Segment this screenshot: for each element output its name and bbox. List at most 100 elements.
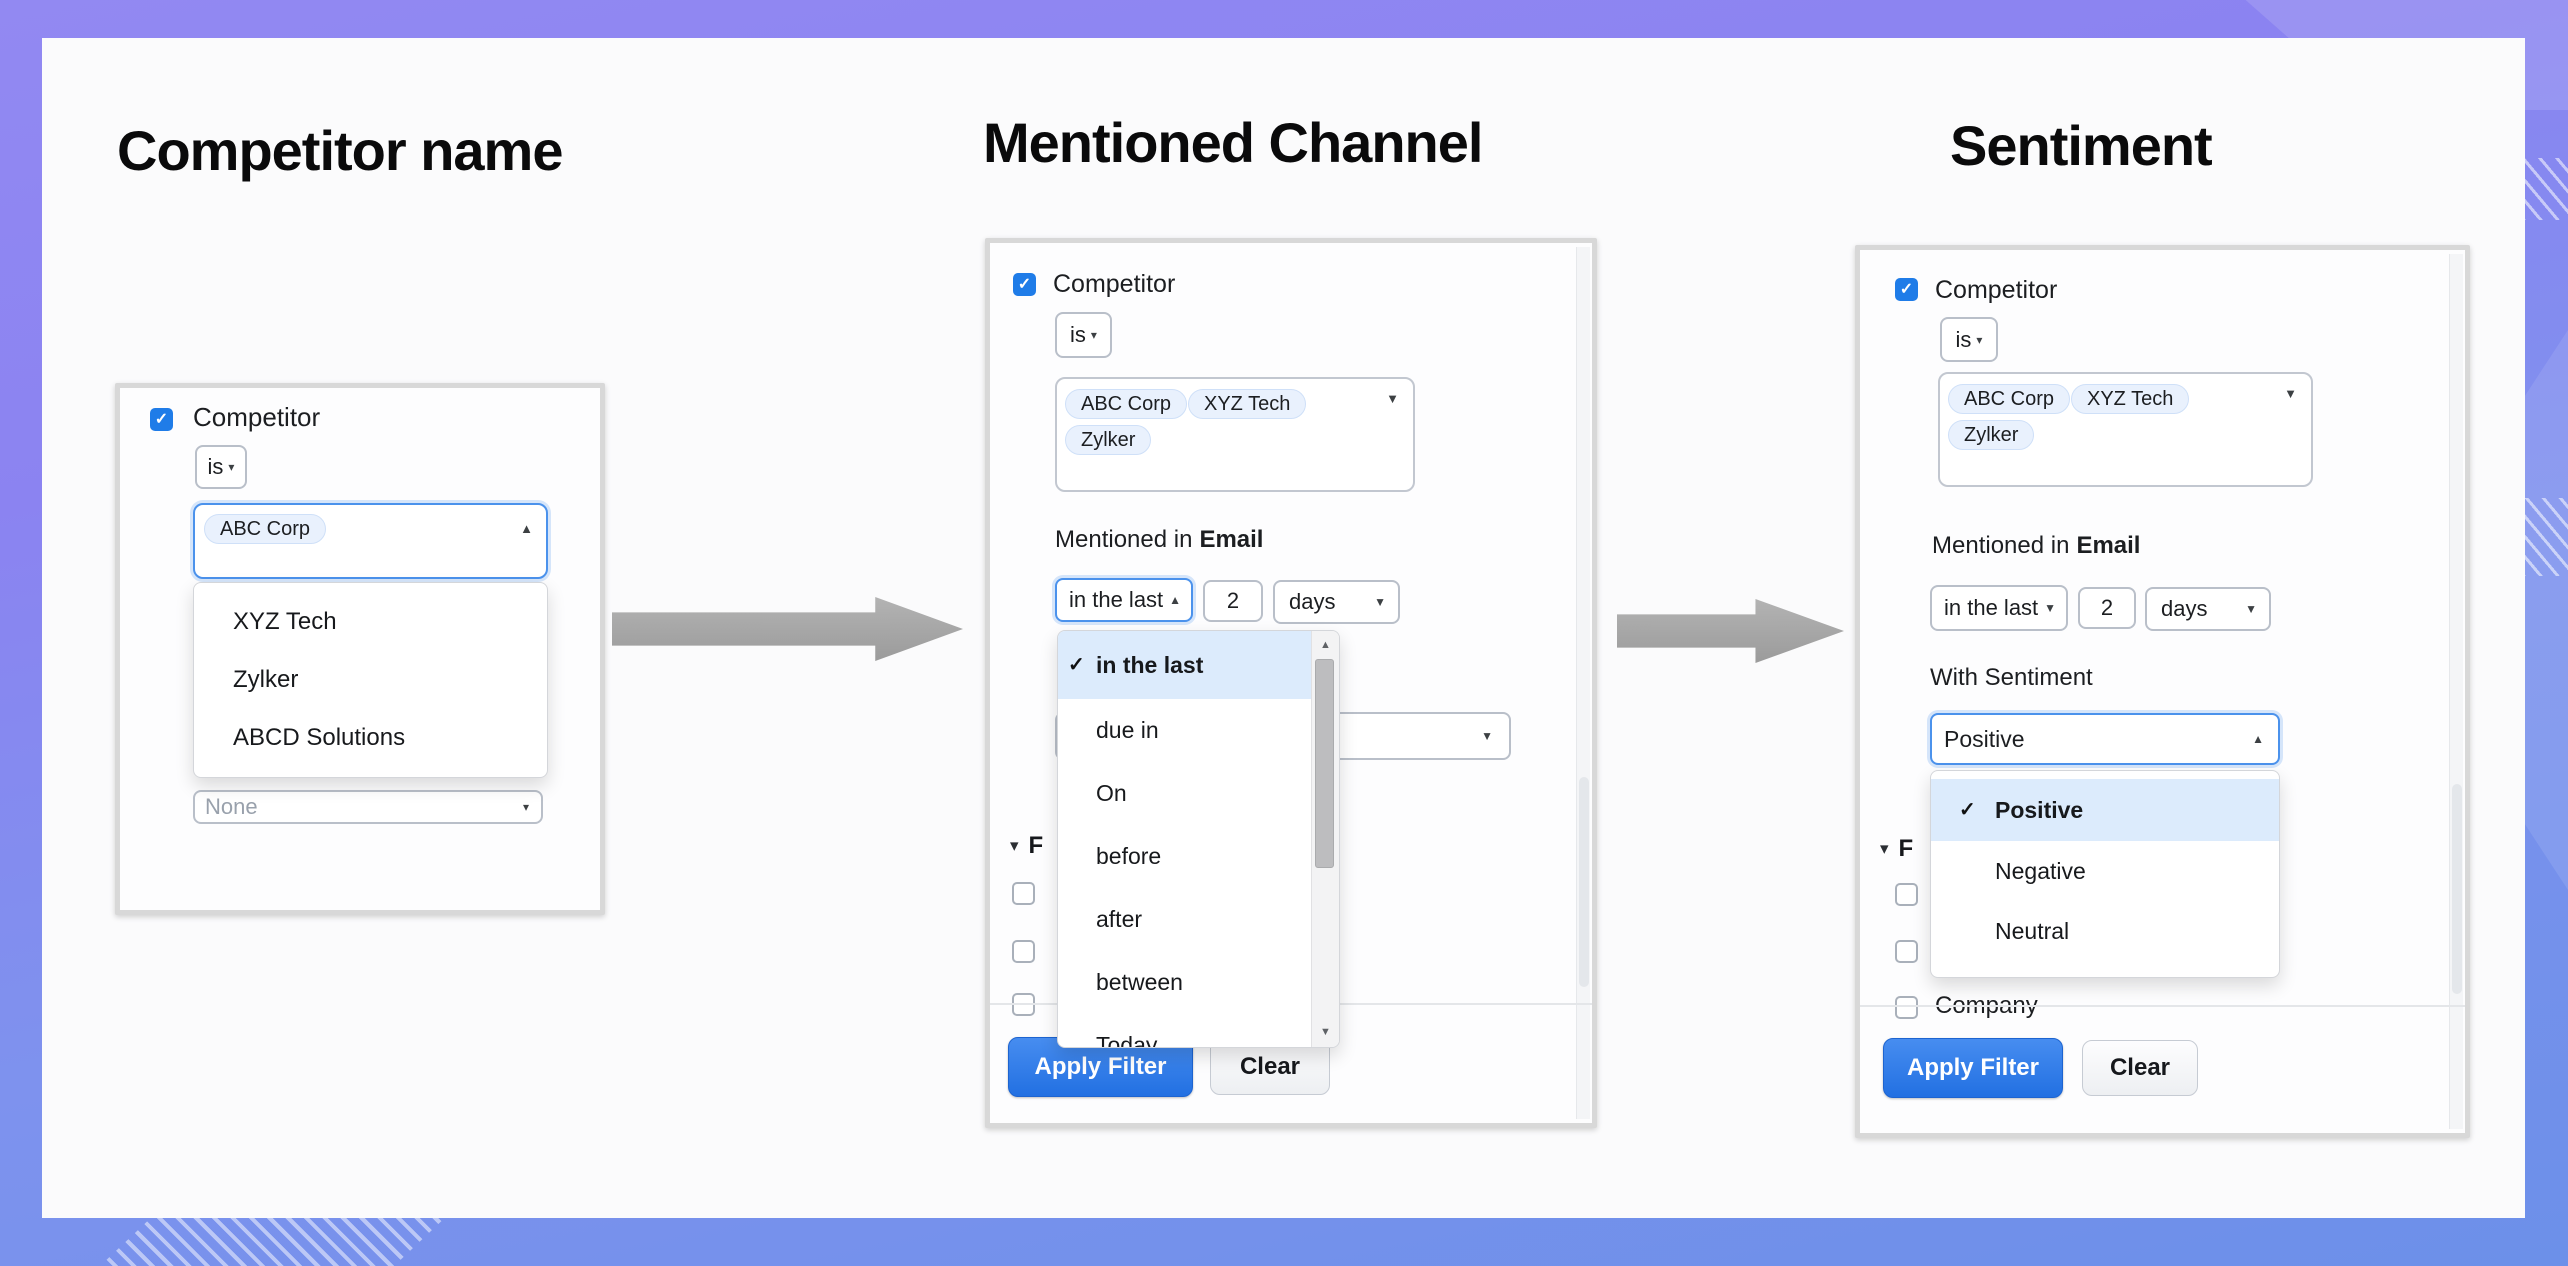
option-label: before [1096,843,1162,869]
selected-chip: Zylker [1948,420,2035,450]
option-label: Neutral [1995,917,2070,944]
dropdown-option[interactable]: before [1058,825,1314,888]
chevron-down-icon: ▼ [1481,729,1493,743]
dropdown-scrollbar[interactable]: ▲ ▼ [1311,631,1339,1047]
competitor-multiselect[interactable]: ABC Corp XYZ Tech Zylker ▼ [1938,372,2313,487]
filter-checkbox[interactable] [1895,996,1918,1019]
operator-value: is [1955,326,1972,352]
operator-value: is [1070,322,1086,347]
collapsed-section-label: F [1028,832,1044,859]
option-label: Positive [1995,796,2084,823]
footer-divider [1860,1005,2465,1007]
section-title-sentiment: Sentiment [1950,114,2213,177]
dropdown-option[interactable]: ABCD Solutions [233,724,406,751]
competitor-field-label: Competitor [1935,276,2058,304]
selected-chip: ABC Corp [1065,389,1188,419]
option-label: Negative [1995,857,2086,884]
mentioned-in-text: Mentioned in [1932,532,2070,559]
operator-value: is [207,454,224,479]
mentioned-channel-value: Email [1199,526,1264,553]
filter-checkbox[interactable] [1012,940,1035,963]
collapse-triangle-icon: ▾ [1010,836,1019,855]
panel-scrollbar-thumb[interactable] [1579,777,1589,987]
stripes-decoration [2522,498,2568,576]
section-title-competitor-name: Competitor name [117,119,563,182]
chevron-down-icon: ▾ [228,460,235,474]
competitor-field-label: Competitor [193,402,321,432]
chevron-down-icon: ▼ [2245,602,2257,616]
option-label: after [1096,906,1143,932]
panel-scrollbar[interactable] [1576,247,1590,1119]
time-value-input[interactable]: 2 [1203,580,1263,622]
mentioned-in-text: Mentioned in [1055,526,1193,553]
check-icon: ✓ [1899,280,1914,298]
time-operator-select[interactable]: in the last ▲ [1055,578,1193,622]
dropdown-option[interactable]: between [1058,951,1314,1014]
check-icon: ✓ [1068,654,1085,676]
option-label: due in [1096,717,1159,743]
scroll-up-icon[interactable]: ▲ [1320,639,1331,651]
with-sentiment-label: With Sentiment [1930,664,2093,692]
operator-dropdown[interactable]: is ▾ [1940,317,1998,362]
competitor-checkbox[interactable]: ✓ [150,408,173,431]
collapsed-section-header[interactable]: ▾ F [1010,832,1043,860]
section-title-mentioned-channel: Mentioned Channel [983,111,1483,174]
selected-chip: XYZ Tech [2071,384,2190,414]
apply-filter-label: Apply Filter [1906,1054,2039,1081]
time-operator-select[interactable]: in the last ▼ [1930,585,2068,631]
apply-filter-label: Apply Filter [1034,1053,1167,1080]
operator-dropdown[interactable]: is ▾ [195,445,247,489]
panel-scrollbar-thumb[interactable] [2452,784,2462,994]
dropdown-option[interactable]: Today [1058,1014,1314,1047]
chevron-up-icon: ▲ [1169,593,1181,607]
dropdown-option[interactable]: XYZ Tech [233,608,337,635]
operator-dropdown[interactable]: is ▾ [1055,312,1112,358]
competitor-options-dropdown: XYZ Tech Zylker ABCD Solutions [193,582,548,778]
filter-checkbox[interactable] [1012,882,1035,905]
time-operator-value: in the last [1069,587,1164,612]
time-unit-select[interactable]: days ▼ [1273,580,1400,624]
secondary-field-select[interactable]: None ▾ [193,790,543,824]
dropdown-option-selected[interactable]: ✓ in the last [1058,631,1314,699]
scrollbar-thumb[interactable] [1315,659,1334,868]
time-value-input[interactable]: 2 [2078,587,2136,629]
dropdown-option[interactable]: On [1058,762,1314,825]
scroll-down-icon[interactable]: ▼ [1320,1026,1331,1038]
time-unit-select[interactable]: days ▼ [2145,587,2271,631]
chevron-down-icon: ▾ [1976,332,1983,347]
clear-label: Clear [1239,1052,1301,1080]
chevron-down-icon: ▾ [522,800,529,814]
selected-chip: ABC Corp [204,514,327,544]
panel-scrollbar[interactable] [2449,254,2463,1129]
chevron-down-icon: ▾ [1090,328,1097,342]
filter-checkbox[interactable] [1895,940,1918,963]
competitor-checkbox[interactable]: ✓ [1895,278,1918,301]
sentiment-value: Positive [1944,725,2025,752]
competitor-multiselect[interactable]: ABC Corp XYZ Tech Zylker ▼ [1055,377,1415,492]
dropdown-option[interactable]: after [1058,888,1314,951]
time-operator-value: in the last [1944,595,2039,620]
apply-filter-button[interactable]: Apply Filter [1883,1038,2063,1098]
sentiment-select[interactable]: Positive ▲ [1930,713,2280,765]
competitor-field-label: Competitor [1053,270,1176,298]
competitor-checkbox[interactable]: ✓ [1013,273,1036,296]
time-unit-value: days [1289,589,1336,614]
dropdown-option[interactable]: Neutral [1931,901,2279,961]
dropdown-option[interactable]: Zylker [233,666,299,693]
chevron-up-icon: ▲ [2252,732,2264,746]
time-value: 2 [2100,595,2114,620]
dropdown-option[interactable]: Negative [1931,841,2279,901]
dropdown-option[interactable]: due in [1058,699,1314,762]
dropdown-option-selected[interactable]: ✓ Positive [1931,779,2279,841]
clear-button[interactable]: Clear [2082,1040,2198,1096]
check-icon: ✓ [154,410,169,428]
collapsed-section-header[interactable]: ▾ F [1880,835,1913,863]
filter-checkbox[interactable] [1895,883,1918,906]
time-operator-dropdown: ✓ in the last due in On before after bet… [1057,630,1340,1048]
filter-panel-competitor-name: ✓ Competitor is ▾ ABC Corp ▲ XYZ Tech Zy… [115,383,605,915]
stripes-decoration [100,1213,450,1266]
competitor-multiselect[interactable]: ABC Corp ▲ [193,503,548,579]
check-icon: ✓ [1017,275,1032,293]
